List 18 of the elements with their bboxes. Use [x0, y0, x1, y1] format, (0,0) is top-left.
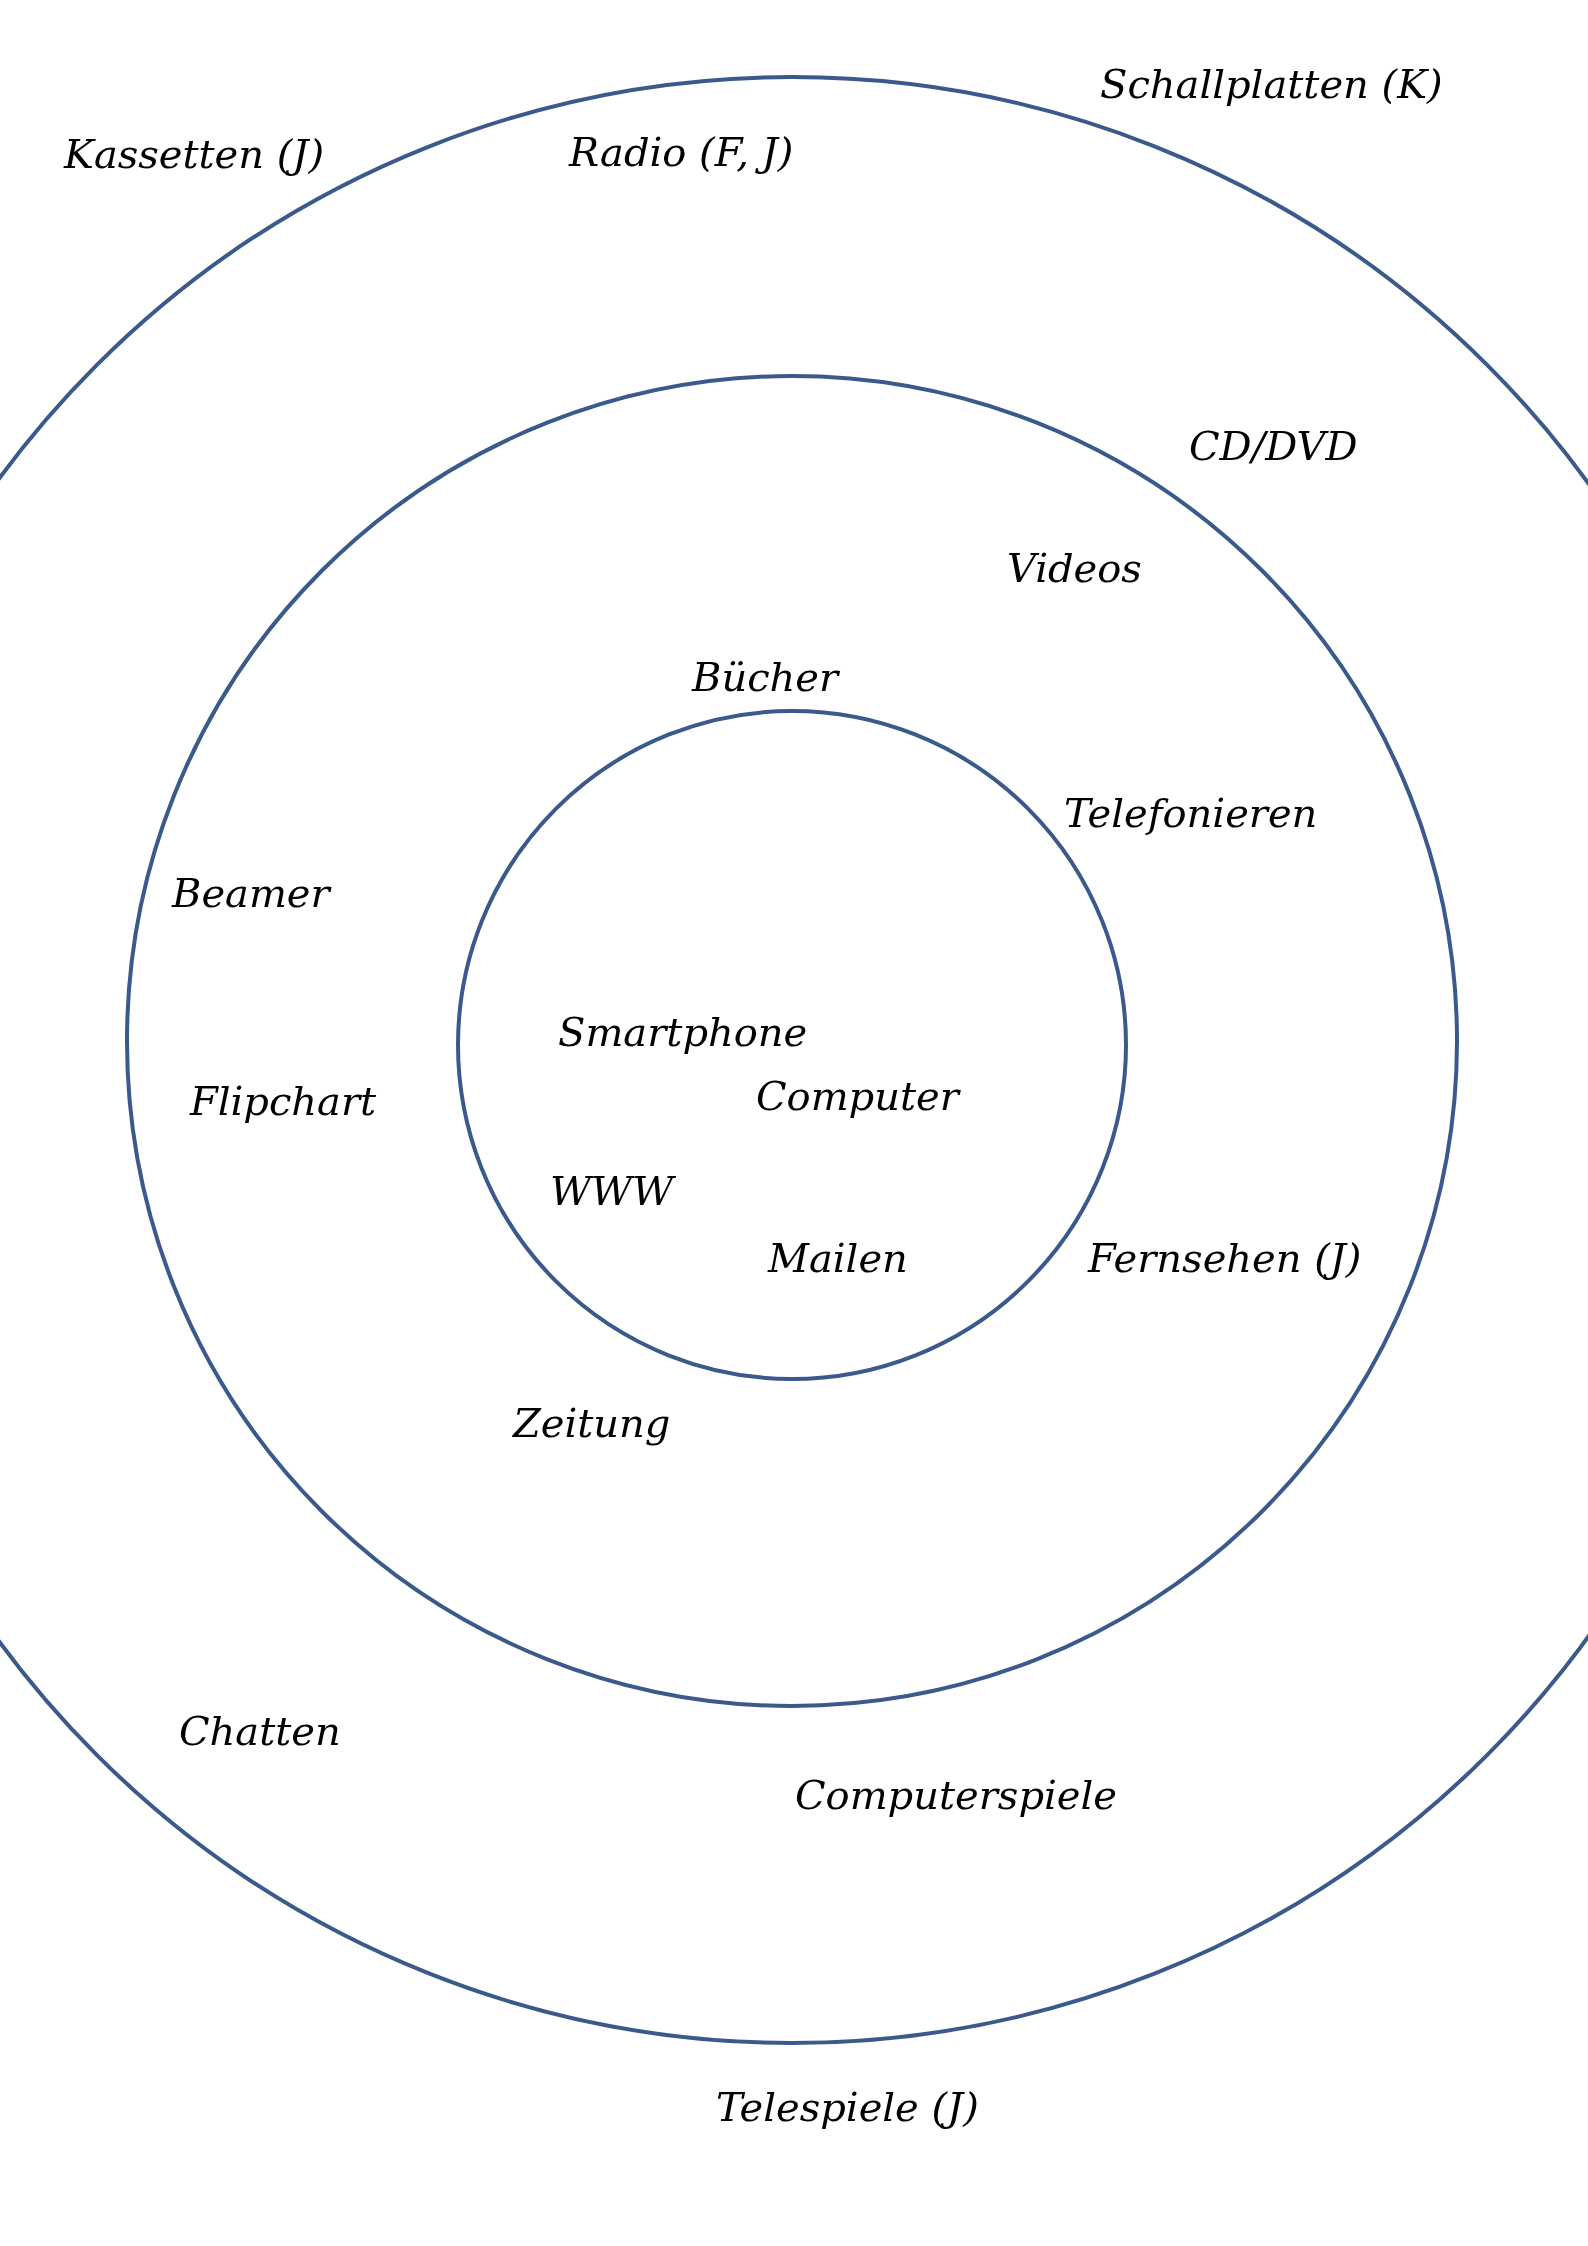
media-label: Schallplatten (K): [1100, 60, 1443, 108]
media-label: Kassetten (J): [64, 130, 324, 178]
media-label: Flipchart: [190, 1077, 377, 1125]
media-label: Computer: [756, 1072, 959, 1120]
media-label: Mailen: [768, 1234, 908, 1282]
media-label: Chatten: [179, 1707, 341, 1755]
media-label: Smartphone: [558, 1008, 808, 1056]
media-label: CD/DVD: [1189, 422, 1358, 470]
media-label: Fernsehen (J): [1088, 1234, 1362, 1282]
media-label: Bücher: [692, 653, 839, 701]
media-label: Videos: [1007, 544, 1142, 592]
media-label: WWW: [550, 1167, 674, 1215]
media-label: Telespiele (J): [716, 2083, 979, 2131]
media-label: Beamer: [172, 869, 330, 917]
media-label: Computerspiele: [795, 1771, 1117, 1819]
media-label: Zeitung: [513, 1399, 671, 1447]
media-label: Telefonieren: [1064, 789, 1318, 837]
media-label: Radio (F, J): [569, 128, 794, 176]
